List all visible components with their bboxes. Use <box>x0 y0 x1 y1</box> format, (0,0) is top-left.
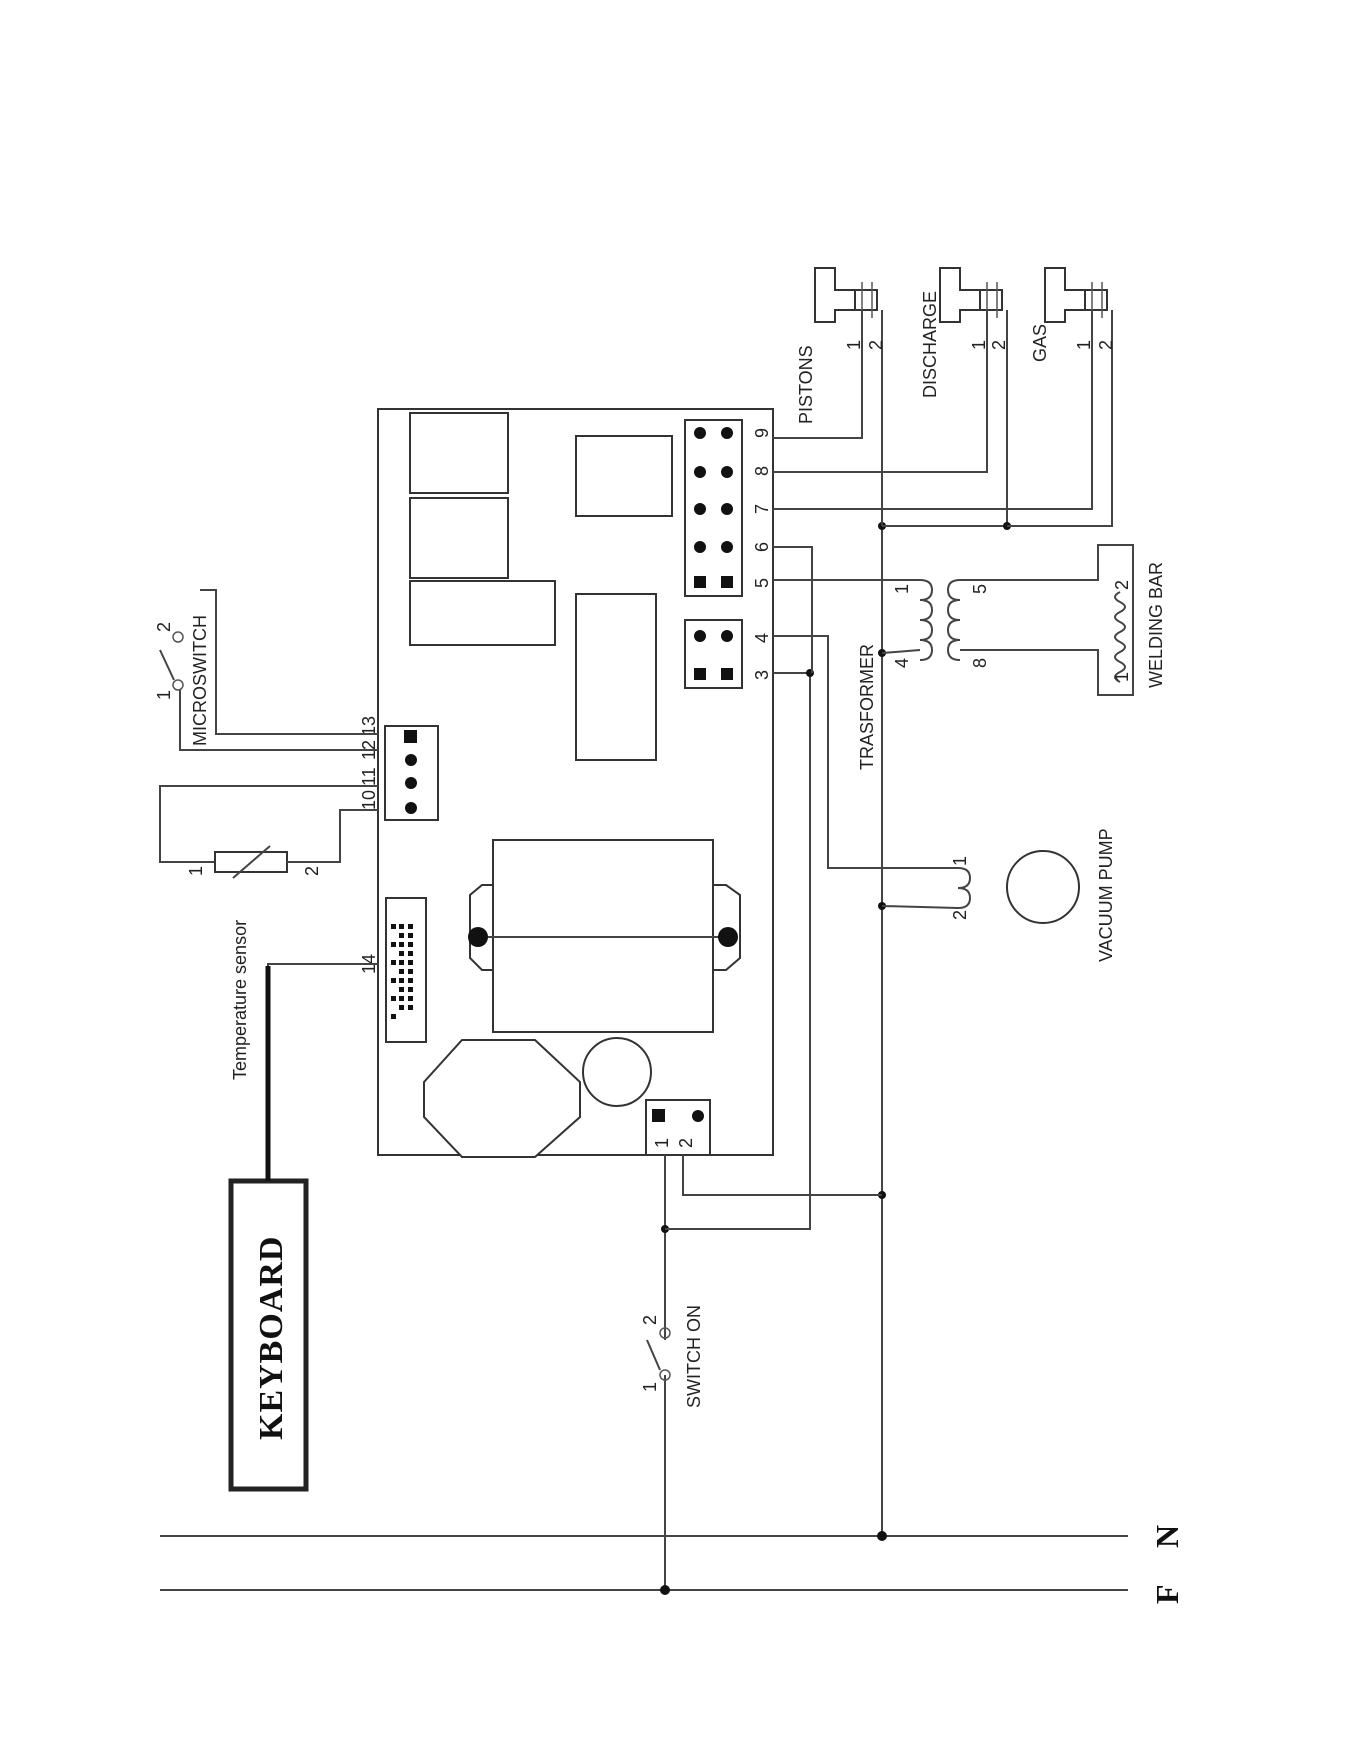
relay-2 <box>410 498 508 578</box>
pin-label-9: 9 <box>752 428 772 438</box>
vacuum-pump: 1 2 VACUUM PUMP <box>773 636 1116 962</box>
wire-power-neutral <box>683 1155 882 1195</box>
transformer-screw-right <box>718 927 738 947</box>
ic-chip-2 <box>576 594 656 760</box>
svg-text:2: 2 <box>950 910 970 920</box>
svg-text:2: 2 <box>302 866 322 876</box>
pin-label-6: 6 <box>752 542 772 552</box>
pin-label-8: 8 <box>752 466 772 476</box>
wire-pin-9 <box>773 310 862 438</box>
relay-1 <box>410 413 508 493</box>
sensor-wire-2 <box>287 810 352 862</box>
connector-main <box>685 420 742 596</box>
welding-bar-element <box>1115 592 1125 682</box>
svg-text:8: 8 <box>970 658 990 668</box>
svg-text:1: 1 <box>186 866 206 876</box>
welding-bar: 2 1 WELDING BAR <box>960 545 1166 695</box>
pin-label-11: 11 <box>359 767 379 786</box>
valve-pistons: 1 2 PISTONS <box>773 268 886 526</box>
svg-text:2: 2 <box>154 622 174 632</box>
temperature-sensor: 1 2 Temperature sensor <box>160 786 352 1080</box>
relay-3 <box>410 581 555 645</box>
microswitch: 1 2 MICROSWITCH <box>154 590 352 750</box>
svg-text:2: 2 <box>989 340 1009 350</box>
svg-text:4: 4 <box>892 658 912 668</box>
pistons-label: PISTONS <box>796 345 816 424</box>
svg-text:5: 5 <box>970 584 990 594</box>
discharge-label: DISCHARGE <box>920 291 940 398</box>
vacuum-pump-label: VACUUM PUMP <box>1096 828 1116 962</box>
wire-pin-6 <box>773 547 812 673</box>
connector-keyboard-port <box>386 898 426 1042</box>
trasformer-label: TRASFORMER <box>857 644 877 770</box>
connector-3-4 <box>685 620 742 688</box>
keyboard-cable <box>268 964 352 966</box>
temperature-sensor-label: Temperature sensor <box>230 920 250 1080</box>
svg-text:1: 1 <box>969 340 989 350</box>
gas-label: GAS <box>1030 324 1050 362</box>
primary-coil <box>920 580 932 660</box>
keyboard-label: KEYBOARD <box>253 1236 290 1440</box>
svg-text:2: 2 <box>1112 580 1132 590</box>
svg-text:2: 2 <box>640 1315 660 1325</box>
pin-label-4: 4 <box>752 633 772 643</box>
line-n-label: N <box>1149 1525 1185 1548</box>
pin-label-10: 10 <box>359 790 379 810</box>
svg-text:1: 1 <box>892 584 912 594</box>
power-pin-label-2: 2 <box>676 1138 696 1148</box>
svg-text:1: 1 <box>154 690 174 700</box>
pump-motor <box>1007 851 1079 923</box>
control-board <box>378 409 773 1157</box>
svg-text:1: 1 <box>1112 672 1132 682</box>
welding-bar-label: WELDING BAR <box>1146 562 1166 688</box>
sensor-wire-1 <box>160 786 352 862</box>
transformer-screw-left <box>468 927 488 947</box>
pin-label-7: 7 <box>752 504 772 514</box>
svg-text:2: 2 <box>1096 340 1116 350</box>
switch-on-label: SWITCH ON <box>684 1305 704 1408</box>
pump-coil <box>958 868 970 908</box>
pin-label-3: 3 <box>752 670 772 680</box>
capacitor-round <box>583 1038 651 1106</box>
power-pin-label-1: 1 <box>652 1138 672 1148</box>
transformer-bracket-left <box>470 885 493 970</box>
svg-text:2: 2 <box>866 340 886 350</box>
pin-label-13: 13 <box>359 716 379 736</box>
svg-text:1: 1 <box>844 340 864 350</box>
svg-text:1: 1 <box>640 1382 660 1392</box>
svg-text:1: 1 <box>950 856 970 866</box>
pin-label-5: 5 <box>752 578 772 588</box>
svg-text:1: 1 <box>1074 340 1094 350</box>
welding-bar-wire <box>960 545 1133 695</box>
line-f-label: F <box>1149 1584 1185 1604</box>
sensor-pin-labels: 13 12 11 10 14 <box>359 716 379 974</box>
microswitch-label: MICROSWITCH <box>190 615 210 746</box>
ic-chip-1 <box>576 436 672 516</box>
microswitch-wire-13 <box>200 590 352 734</box>
switch-on: 1 2 SWITCH ON <box>640 1305 704 1408</box>
secondary-coil <box>948 580 960 660</box>
